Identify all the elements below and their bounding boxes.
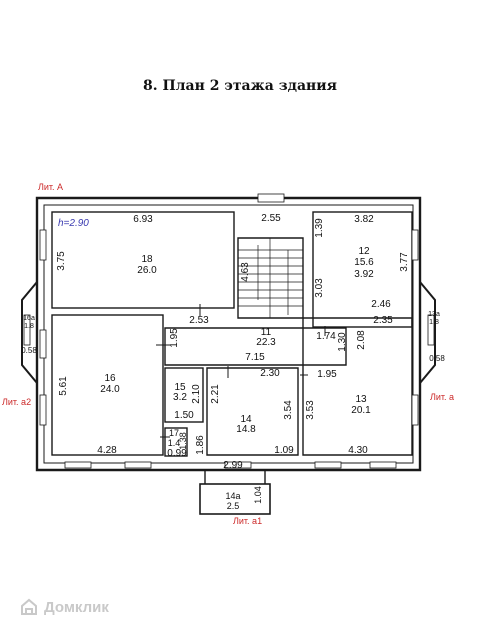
room-14-number: 14 — [240, 414, 252, 425]
dim-3-03: 3.03 — [314, 278, 325, 298]
watermark-text: Домклик — [44, 598, 109, 616]
dim-1-95a: 1.95 — [169, 328, 180, 348]
room-18-outline — [51, 211, 235, 309]
dim-2-08: 2.08 — [356, 330, 367, 350]
room-13-outline — [302, 317, 413, 456]
room-12-area: 15.6 — [354, 257, 374, 268]
room-13a-number: 13а — [428, 311, 440, 318]
dim-3-75: 3.75 — [56, 251, 67, 271]
dim-2-30: 2.30 — [260, 368, 280, 379]
stair-treads — [238, 238, 303, 318]
room-16-number: 16 — [104, 373, 116, 384]
room-16-outline — [51, 314, 164, 456]
room-15-outline — [164, 367, 204, 423]
doors — [156, 304, 326, 438]
room-14a-area: 2.5 — [227, 501, 240, 511]
dim-3-54: 3.54 — [283, 400, 294, 420]
dim-1-39: 1.39 — [314, 218, 325, 238]
lit-label-right: Лит. а — [430, 392, 454, 402]
dim-1-74: 1.74 — [316, 331, 336, 342]
room-14-area: 14.8 — [236, 424, 256, 435]
dim-1-38: 1.38 — [178, 432, 188, 450]
dim-0-99: 0.99 — [167, 448, 187, 459]
room-14a-number: 14а — [225, 491, 240, 501]
room-17-area: 1.4 — [168, 438, 181, 448]
dim-5-61: 5.61 — [58, 376, 69, 396]
room-17-outline — [164, 427, 188, 457]
room-11-outline — [164, 327, 347, 366]
room-13-number: 13 — [355, 394, 367, 405]
dim-4-28: 4.28 — [97, 445, 117, 456]
stair-outline — [237, 237, 304, 319]
bay-right — [419, 281, 436, 384]
dim-1-04: 1.04 — [253, 486, 263, 504]
outer-wall — [35, 196, 422, 472]
height-label: h=2.90 — [58, 218, 89, 229]
dim-0-58-left: 0.58 — [21, 346, 37, 355]
lit-label-main: Лит. А — [38, 182, 63, 192]
dim-1-95b: 1.95 — [317, 369, 337, 380]
dim-2-21: 2.21 — [210, 384, 221, 404]
bay-left — [21, 281, 38, 384]
room-11-area: 22.3 — [256, 337, 276, 348]
dim-3-77: 3.77 — [399, 252, 410, 272]
dim-2-99: 2.99 — [223, 460, 243, 471]
room-18-area: 26.0 — [137, 265, 157, 276]
room-15-area: 3.2 — [173, 392, 187, 403]
inner-wall-outline — [43, 204, 414, 464]
dim-1-30: 1.30 — [337, 332, 348, 352]
dim-2-55-top: 2.55 — [261, 213, 281, 224]
room-17-number: 17 — [169, 428, 179, 438]
room-13-area: 20.1 — [351, 405, 371, 416]
room-11-number: 11 — [261, 327, 272, 338]
watermark: Домклик — [20, 598, 109, 616]
dim-2-10: 2.10 — [191, 384, 202, 404]
dim-1-50: 1.50 — [174, 410, 194, 421]
dim-3-82: 3.82 — [354, 214, 374, 225]
dim-3-92: 3.92 — [354, 269, 374, 280]
room-12-outline — [312, 211, 413, 328]
room-14a-outline — [199, 483, 271, 515]
house-logo-icon — [21, 598, 37, 615]
dim-2-53: 2.53 — [189, 315, 209, 326]
room-16-area: 24.0 — [100, 384, 120, 395]
dim-3-53: 3.53 — [305, 400, 316, 420]
dim-2-46: 2.46 — [371, 299, 391, 310]
dim-4-30: 4.30 — [348, 445, 368, 456]
room-12-number: 12 — [358, 246, 370, 257]
dim-1-09: 1.09 — [274, 445, 294, 456]
room-18-number: 18 — [141, 254, 153, 265]
dim-2-35: 2.35 — [373, 315, 393, 326]
page-title: 8. План 2 этажа здания — [142, 78, 338, 94]
room-16a-area: 1.8 — [24, 323, 34, 330]
room-15-number: 15 — [174, 382, 186, 393]
room-13a-area: 1.8 — [429, 319, 439, 326]
dim-1-86: 1.86 — [195, 435, 206, 455]
lit-label-left: Лит. а2 — [2, 397, 31, 407]
windows — [23, 193, 435, 469]
dim-7-15: 7.15 — [245, 352, 265, 363]
dim-0-58-right: 0.58 — [429, 354, 445, 363]
room-16a-number: 16а — [23, 315, 35, 322]
dim-4-63: 4.63 — [240, 262, 251, 282]
dim-6-93: 6.93 — [133, 214, 153, 225]
room-14-outline — [206, 367, 299, 456]
lit-label-bottom: Лит. а1 — [233, 516, 262, 526]
